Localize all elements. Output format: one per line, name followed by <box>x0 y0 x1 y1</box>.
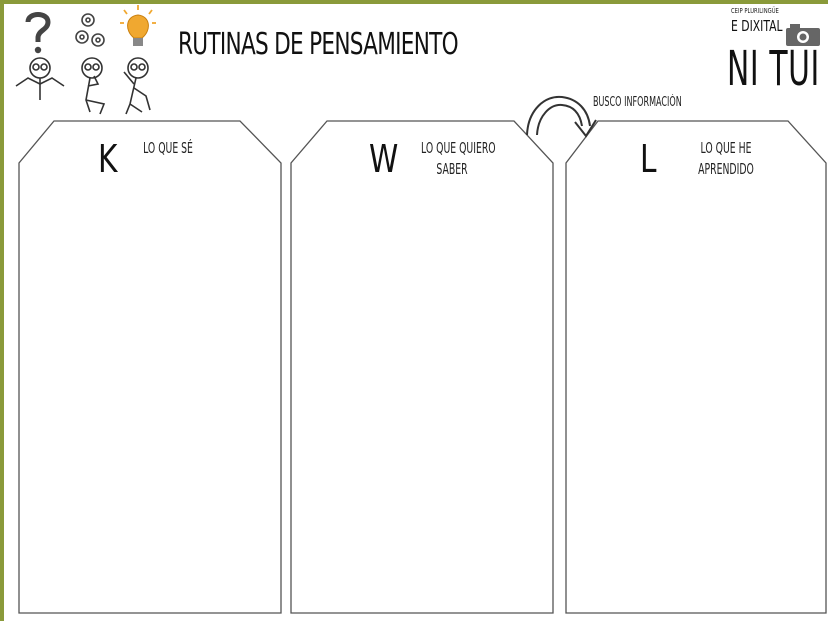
column-w-letter: W <box>369 137 399 181</box>
school-name-small: CEIP PLURILINGÜE <box>731 7 779 15</box>
stick-figure-idea-icon <box>123 57 151 115</box>
column-w-label-line2: SABER <box>436 160 468 178</box>
page-title: RUTINAS DE PENSAMIENTO <box>178 27 459 62</box>
brand-logo-text: NI TUI <box>727 41 820 97</box>
school-name-mid: E DIXITAL <box>731 17 783 35</box>
camera-icon <box>786 24 820 46</box>
column-w-panel <box>290 120 554 614</box>
column-w-label-line1: LO QUE QUIERO <box>421 139 496 157</box>
column-l-label-line1: LO QUE HE <box>700 139 752 157</box>
stick-figure-confused-icon <box>15 57 65 100</box>
column-l-panel <box>565 120 827 614</box>
question-mark-icon <box>25 12 51 54</box>
column-l-letter: L <box>640 137 657 181</box>
curved-arrow-icon <box>526 95 597 138</box>
gears-icon <box>75 13 105 47</box>
column-k-letter: K <box>98 137 118 181</box>
column-l-label-line2: APRENDIDO <box>698 160 754 178</box>
stick-figure-thinking-icon <box>81 57 106 115</box>
column-k-label-line1: LO QUE SÉ <box>143 139 193 157</box>
transition-label: BUSCO INFORMACIÓN <box>593 95 682 110</box>
lightbulb-icon <box>120 5 156 46</box>
column-k-panel <box>18 120 282 614</box>
